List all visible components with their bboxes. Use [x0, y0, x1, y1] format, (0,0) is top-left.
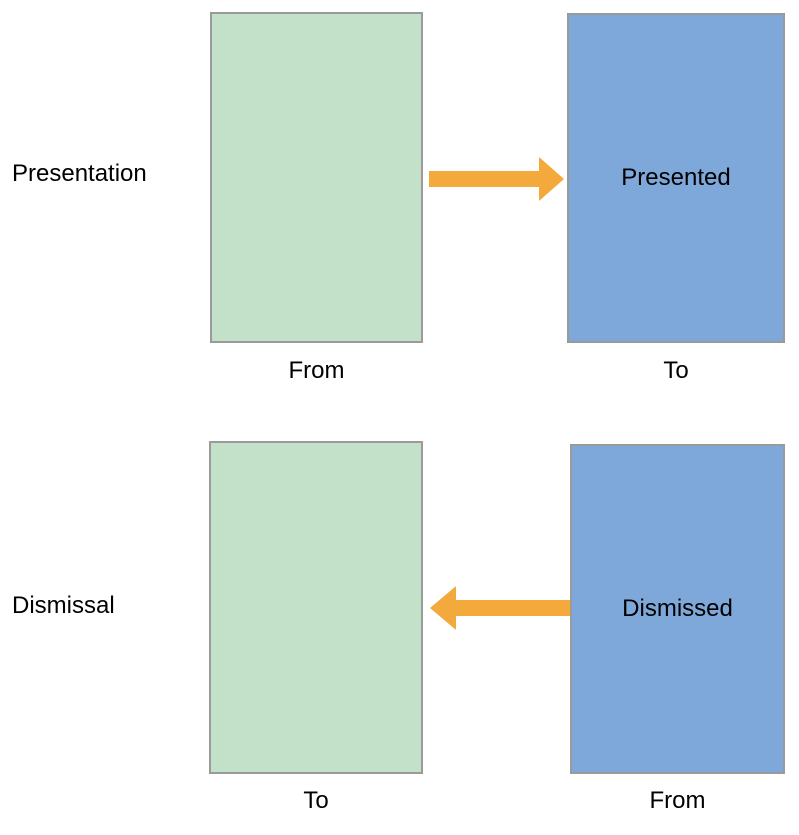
dismissed-box-label: Dismissed	[622, 595, 733, 622]
presented-box-label: Presented	[621, 164, 731, 191]
presentation-row-label: Presentation	[12, 160, 147, 187]
dismissal-from-box: Dismissed	[570, 444, 785, 774]
presentation-from-caption: From	[288, 357, 345, 384]
dismissal-to-box	[209, 441, 423, 774]
dismissal-to-caption: To	[303, 787, 329, 814]
presentation-to-box: Presented	[567, 13, 785, 343]
dismissal-row-label: Dismissal	[12, 592, 115, 619]
presentation-to-caption: To	[663, 357, 689, 384]
dismissal-from-caption: From	[649, 787, 706, 814]
arrow-right-icon	[429, 157, 564, 201]
presentation-from-box	[210, 12, 423, 343]
arrow-left-icon	[430, 586, 570, 630]
